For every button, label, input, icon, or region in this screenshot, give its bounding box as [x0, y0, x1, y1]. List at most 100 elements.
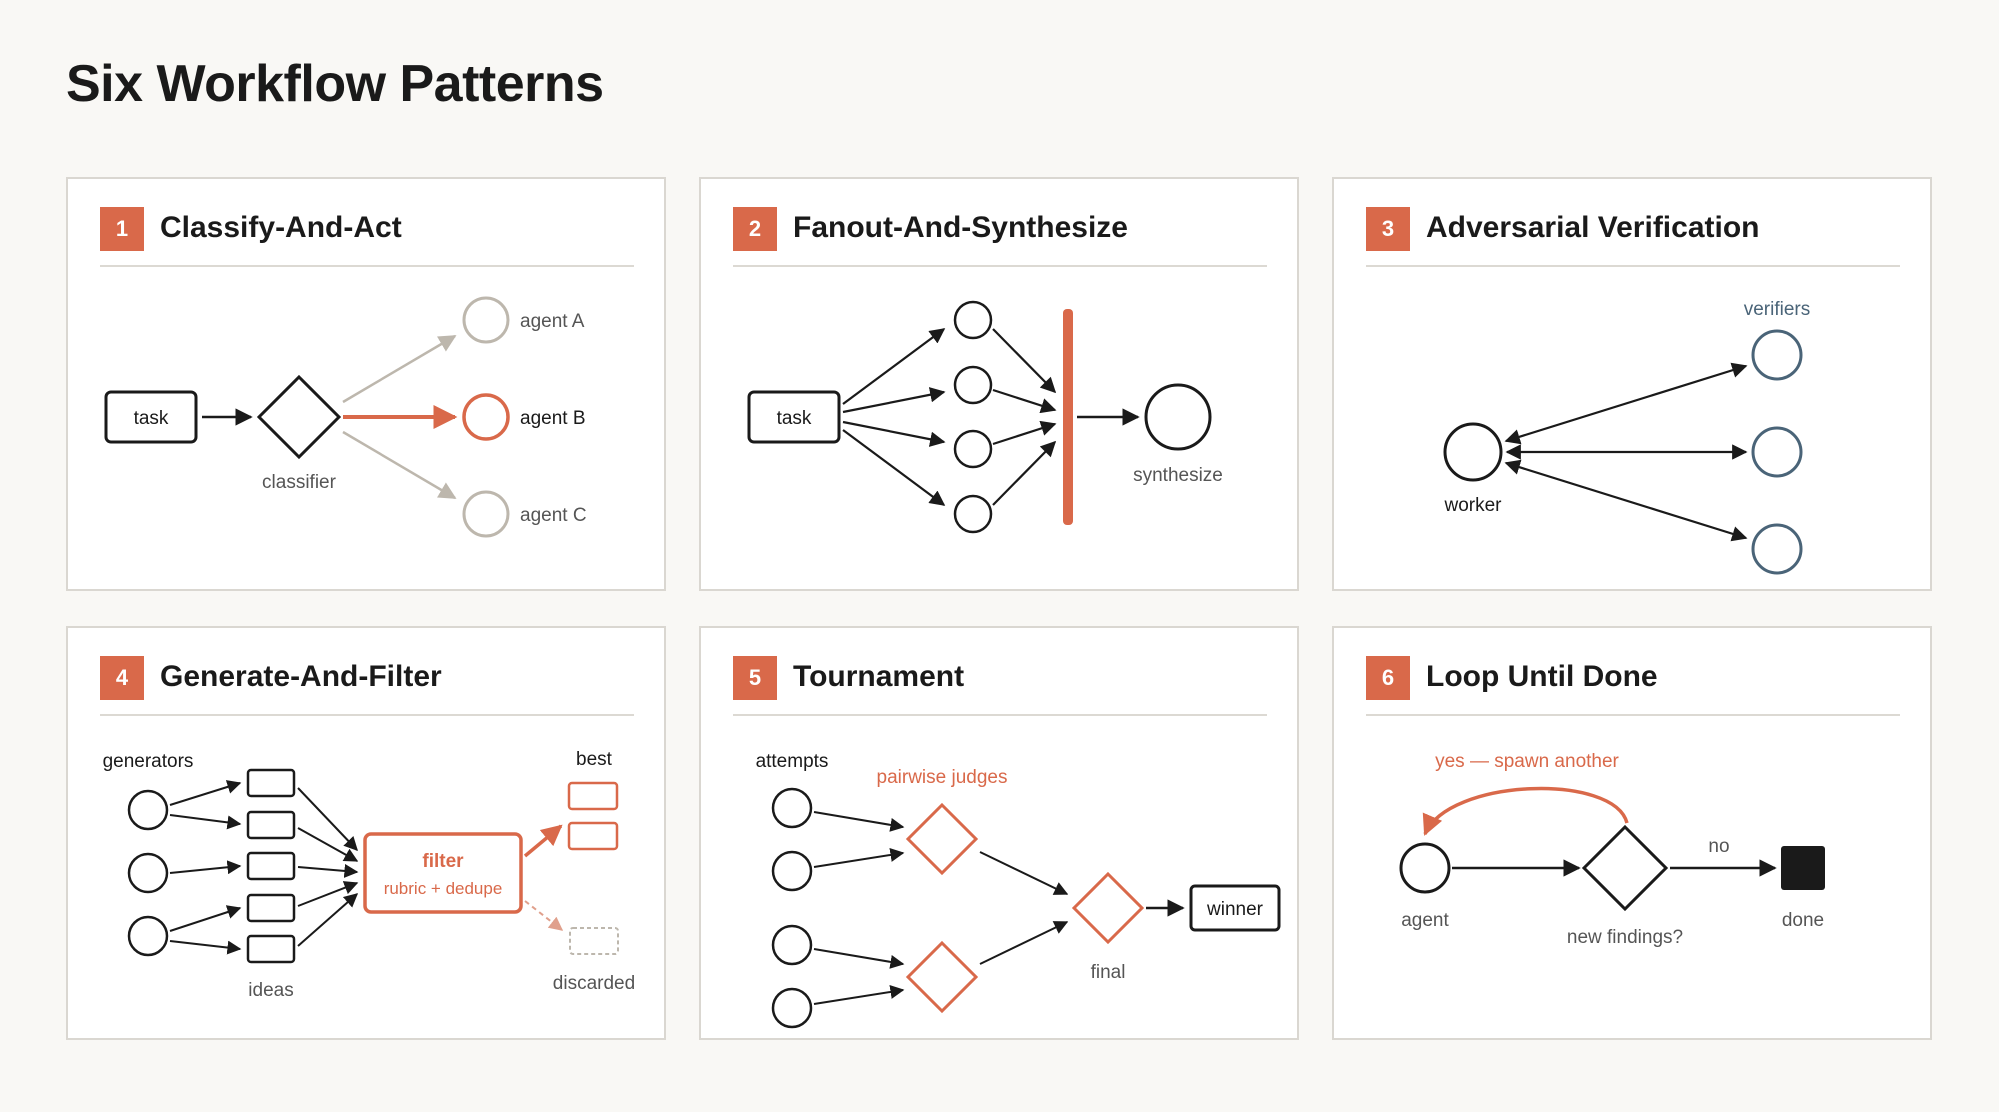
header-divider [733, 265, 1267, 267]
worker-verifier-edge-3 [1504, 459, 1748, 542]
panel-number-badge: 1 [100, 207, 144, 251]
fanin-edge-3 [992, 420, 1057, 446]
winner-label: winner [1206, 899, 1264, 920]
panel-fanout-and-synthesize: 2 Fanout-And-Synthesize task synthesize [699, 177, 1299, 591]
merge-bar [1063, 309, 1073, 525]
tournament-diagram: attempts pairwise judges final winner [756, 751, 1281, 1029]
ideas-label: ideas [248, 980, 293, 1001]
task-node [747, 390, 841, 444]
panel-number-badge: 4 [100, 656, 144, 700]
judge-diamond-2 [905, 940, 979, 1014]
discarded-box [569, 927, 619, 955]
agent-a-node [462, 296, 510, 344]
panel-number-badge: 2 [733, 207, 777, 251]
gen-idea-edge [169, 940, 242, 955]
idea-box-2 [246, 810, 296, 840]
panel-header: 6 Loop Until Done [1366, 656, 1900, 702]
verifier-node-2 [1751, 426, 1803, 478]
idea-filter-edge [297, 893, 359, 947]
agent-c-node [462, 490, 510, 538]
header-divider [1366, 265, 1900, 267]
panel-title: Loop Until Done [1426, 660, 1658, 693]
attempt-node-4 [771, 987, 813, 1029]
panel-generate-and-filter: 4 Generate-And-Filter generators ideas f… [66, 626, 666, 1040]
best-box-1 [567, 781, 619, 811]
filter-sublabel: rubric + dedupe [384, 879, 503, 898]
worker-node-1 [953, 300, 993, 340]
attempt-judge-edge [813, 948, 905, 969]
idea-box-5 [246, 934, 296, 964]
worker-node-4 [953, 494, 993, 534]
header-divider [100, 265, 634, 267]
panel-number-badge: 5 [733, 656, 777, 700]
attempt-judge-edge [813, 811, 905, 832]
judges-label: pairwise judges [877, 767, 1008, 788]
worker-verifier-edge-1 [1504, 362, 1748, 445]
verifier-node-1 [1751, 329, 1803, 381]
header-divider [1366, 714, 1900, 716]
fanin-edge-4 [992, 440, 1057, 506]
gen-idea-edge [169, 780, 242, 806]
judge-final-edge [979, 921, 1069, 965]
idea-filter-edge [297, 787, 358, 852]
gen-idea-edge [169, 814, 242, 830]
winner-node [1189, 884, 1281, 932]
verifiers-label: verifiers [1744, 299, 1811, 320]
page-title: Six Workflow Patterns [66, 55, 604, 113]
panel-title: Classify-And-Act [160, 211, 402, 244]
loop-label: yes — spawn another [1435, 751, 1619, 772]
generator-node-2 [127, 852, 169, 894]
agent-c-label: agent C [520, 505, 587, 526]
panel-loop-until-done: 6 Loop Until Done yes — spawn another ag… [1332, 626, 1932, 1040]
judge-diamond-1 [905, 802, 979, 876]
panel-header: 2 Fanout-And-Synthesize [733, 207, 1267, 253]
fanout-edge-3 [842, 420, 946, 447]
task-node [104, 390, 198, 444]
idea-box-3 [246, 851, 296, 881]
agent-b-label: agent B [520, 408, 586, 429]
generator-node-1 [127, 789, 169, 831]
classifier-diamond [256, 374, 342, 460]
attempt-node-3 [771, 924, 813, 966]
done-label: done [1782, 910, 1824, 931]
no-label: no [1708, 836, 1729, 857]
classifier-label: classifier [262, 472, 337, 493]
filter-label: filter [422, 851, 464, 872]
judge-final-edge [979, 851, 1069, 895]
fanin-edge-2 [992, 388, 1057, 414]
generator-node-3 [127, 915, 169, 957]
panel-classify-and-act: 1 Classify-And-Act task classifier agent… [66, 177, 666, 591]
best-label: best [576, 749, 613, 770]
decision-label: new findings? [1567, 927, 1683, 948]
attempts-label: attempts [756, 751, 829, 772]
worker-node-3 [953, 429, 993, 469]
idea-filter-edge [297, 863, 359, 878]
adversarial-verification-diagram: verifiers worker [1443, 299, 1811, 575]
agent-b-node [462, 393, 510, 441]
idea-filter-edge [297, 827, 359, 862]
fanout-edge-2 [842, 387, 946, 414]
classify-and-act-diagram: task classifier agent A agent B agent C [104, 296, 587, 538]
synthesize-node [1144, 383, 1212, 451]
edge-to-agent-c [342, 430, 457, 500]
task-label: task [134, 408, 169, 429]
panel-header: 1 Classify-And-Act [100, 207, 634, 253]
final-diamond [1071, 871, 1145, 945]
decision-diamond [1581, 824, 1669, 912]
generate-and-filter-diagram: generators ideas filter rubric + dedupe … [103, 749, 636, 1001]
header-divider [100, 714, 634, 716]
panel-tournament: 5 Tournament attempts pairwise judges fi… [699, 626, 1299, 1040]
loop-back-edge [1422, 786, 1629, 836]
attempt-node-2 [771, 850, 813, 892]
worker-node [1443, 422, 1503, 482]
panel-title: Adversarial Verification [1426, 211, 1760, 244]
panel-title: Tournament [793, 660, 965, 693]
synthesize-label: synthesize [1133, 465, 1223, 486]
fanout-edge-1 [842, 328, 946, 405]
header-divider [733, 714, 1267, 716]
panel-adversarial-verification: 3 Adversarial Verification verifiers wor… [1332, 177, 1932, 591]
fanout-and-synthesize-diagram: task synthesize [747, 300, 1223, 534]
task-label: task [777, 408, 812, 429]
filter-discard-edge [524, 900, 564, 931]
gen-idea-edge [169, 905, 242, 932]
